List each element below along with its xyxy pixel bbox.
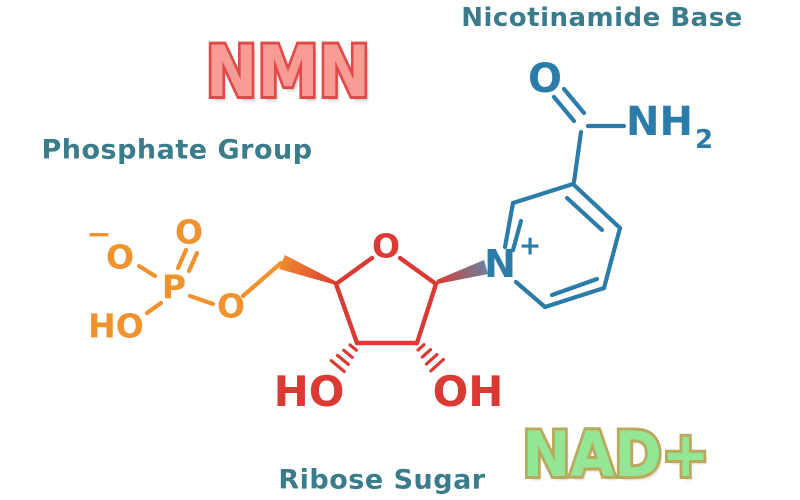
label-ribose-sugar: Ribose Sugar xyxy=(278,464,486,496)
nad-title-fill: NAD+ xyxy=(522,418,710,491)
hash-tick xyxy=(342,348,354,359)
hash-tick xyxy=(348,343,358,352)
ring-edge-a-b xyxy=(570,181,623,231)
phosphate-o-bridge-label: O xyxy=(216,286,246,326)
bond-c-ring xyxy=(571,129,584,185)
hash-tick xyxy=(329,359,346,374)
bond-c-o-double-2 xyxy=(561,86,587,116)
ring-double-inner-bottom xyxy=(549,276,600,298)
bond-p-o-double-2 xyxy=(186,250,200,274)
pyridinium-n-label: N xyxy=(484,242,516,286)
ribose-ring-bonds xyxy=(333,255,439,346)
ring-double-inner-top xyxy=(564,195,605,233)
bond-o-bridge-ch2 xyxy=(240,260,284,299)
bond-p-o-ionized xyxy=(136,263,158,279)
amide-subscript-2: 2 xyxy=(694,125,714,155)
hash-tick xyxy=(335,353,350,366)
ring-edge-d-n xyxy=(513,279,548,310)
ribose-oh-right-label: OH xyxy=(432,367,504,416)
nmn-title: NMN NMN xyxy=(203,31,373,113)
carbonyl-o-label: O xyxy=(527,56,563,102)
amide-nh-text: NH xyxy=(626,99,693,145)
nmn-title-outline: NMN xyxy=(203,31,373,113)
label-nicotinamide-base: Nicotinamide Base xyxy=(461,3,743,33)
bond-ribose-c4-c3 xyxy=(333,281,360,346)
bond-p-o-bridge xyxy=(187,293,216,307)
bond-p-o-double-1 xyxy=(175,247,189,271)
nmn-title-fill: NMN xyxy=(205,31,371,113)
ring-edge-b-c xyxy=(601,225,623,291)
phosphate-minus-charge: − xyxy=(86,217,112,252)
ring-double-inner-left xyxy=(510,218,524,253)
bond-ribose-c2-c1 xyxy=(414,281,439,346)
phosphate-bonds xyxy=(136,247,284,316)
bond-p-oh xyxy=(144,300,164,316)
pyridinium-plus-charge: + xyxy=(518,230,542,262)
amide-nh2-label: NH2 xyxy=(626,99,713,153)
wedge-bond-ch2 xyxy=(279,255,337,285)
hash-tick xyxy=(416,343,426,352)
label-phosphate-group: Phosphate Group xyxy=(41,134,313,166)
hash-bond-ho-left xyxy=(329,343,358,374)
bond-ribose-o-c1 xyxy=(397,255,439,287)
hash-tick xyxy=(420,348,433,359)
hash-tick xyxy=(429,357,445,373)
bond-ribose-o-c4 xyxy=(333,255,375,287)
ribose-ho-left-label: HO xyxy=(273,367,345,416)
phosphate-o-ionized-label: O xyxy=(105,237,135,277)
ring-edge-f-a xyxy=(510,181,576,206)
ring-edge-n-f xyxy=(502,200,516,250)
bond-c-o-double-1 xyxy=(551,94,577,124)
hash-tick xyxy=(424,353,439,366)
ring-edge-c-d xyxy=(542,285,607,310)
nicotinamide-bonds xyxy=(502,86,627,310)
phosphate-p-label: P xyxy=(161,267,187,307)
hash-bond-oh-right xyxy=(416,343,445,373)
phosphate-ho-label: HO xyxy=(88,306,144,346)
nad-title-outline: NAD+ xyxy=(520,418,713,491)
wedge-bond-to-n xyxy=(436,260,488,284)
ribose-o-ring-label: O xyxy=(371,226,401,266)
nad-plus-title: NAD+ NAD+ xyxy=(520,418,713,491)
phosphate-o-double-label: O xyxy=(174,212,204,252)
